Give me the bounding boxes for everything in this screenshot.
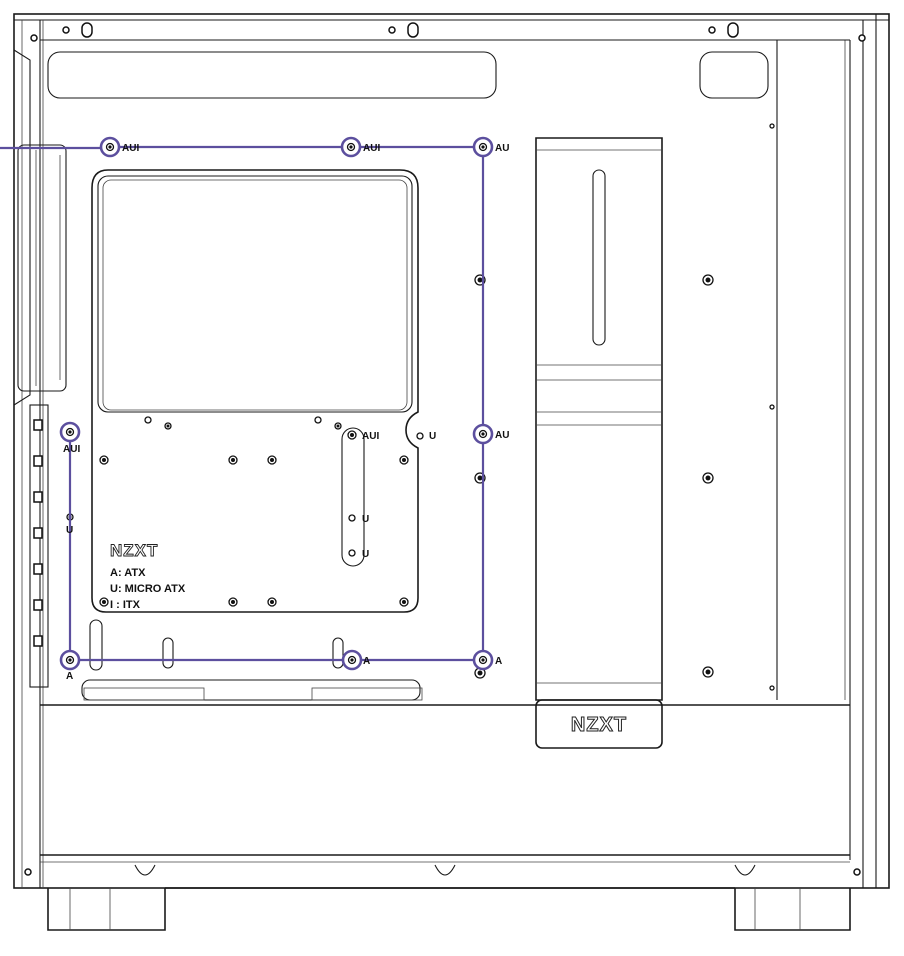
label-top-left: AUI xyxy=(122,143,139,154)
mount-point-bottom-mid: A xyxy=(341,649,370,671)
label-center-low: U xyxy=(362,549,369,560)
legend-micro-atx: U: MICRO ATX xyxy=(110,583,186,595)
cable-cover: NZXT xyxy=(535,137,663,749)
label-right-mid: AU xyxy=(495,430,509,441)
mount-point-left-lower: A xyxy=(59,649,81,682)
cover-brand: NZXT xyxy=(571,714,627,736)
tray-cutout xyxy=(91,169,419,613)
label-left-lower: A xyxy=(66,671,73,682)
top-vents xyxy=(47,51,769,99)
label-center-mid: U xyxy=(362,514,369,525)
label-top-right: AU xyxy=(495,143,509,154)
label-left-mid: U xyxy=(66,525,73,536)
mount-point-right-mid: AU xyxy=(472,423,509,445)
legend-atx: A: ATX xyxy=(110,567,146,579)
label-left-upper: AUI xyxy=(63,444,80,455)
legend-brand: NZXT xyxy=(110,541,158,560)
mount-point-left-upper: AUI xyxy=(59,421,80,455)
feet xyxy=(47,887,851,931)
mounting-outline xyxy=(0,145,485,662)
mount-point-bottom-right: A xyxy=(472,649,502,671)
mount-point-top-mid: AUI xyxy=(340,136,380,158)
rear-fan xyxy=(17,144,67,392)
mount-point-top-left: AUI xyxy=(99,136,139,158)
tie-points xyxy=(89,619,344,671)
legend: NZXT A: ATX U: MICRO ATX I : ITX xyxy=(110,541,186,611)
case-frame xyxy=(13,13,890,889)
label-bottom-right: A xyxy=(495,656,502,667)
top-screws xyxy=(24,22,866,876)
standoff-holes xyxy=(66,123,775,691)
legend-itx: I : ITX xyxy=(110,599,141,611)
psu-shroud xyxy=(40,679,850,876)
label-center-upper: AUI xyxy=(362,431,379,442)
mount-point-top-right: AU xyxy=(472,136,509,158)
label-center-u: U xyxy=(429,431,436,442)
label-bottom-mid: A xyxy=(363,656,370,667)
mount-point-center-upper: AUI xyxy=(347,430,379,442)
expansion-slots xyxy=(29,404,49,688)
label-top-mid: AUI xyxy=(363,143,380,154)
